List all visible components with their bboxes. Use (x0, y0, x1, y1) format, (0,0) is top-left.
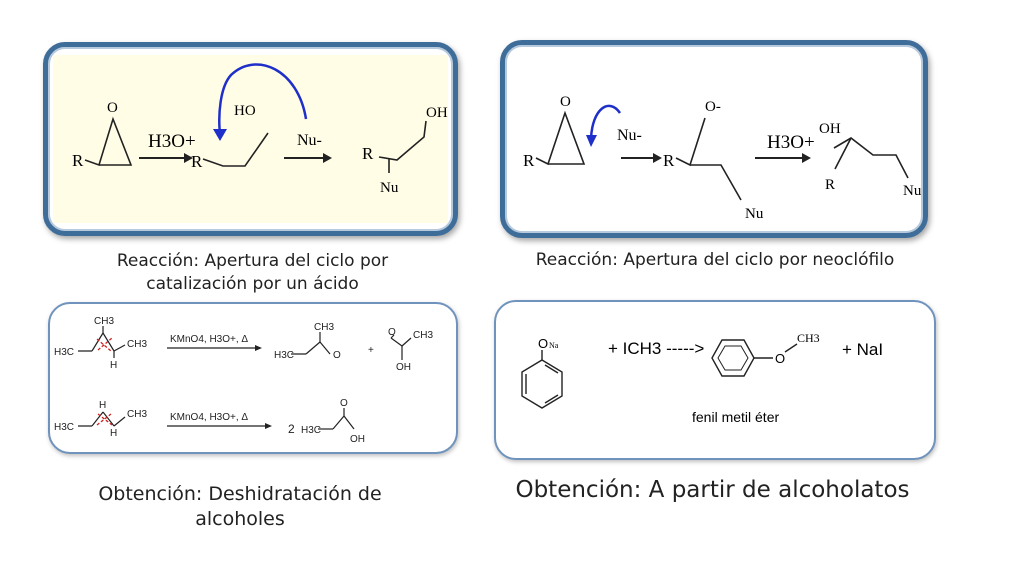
deh-r2-p-oh: OH (350, 434, 365, 445)
nuc-r1: R (523, 151, 535, 170)
anisole-ring (711, 339, 798, 377)
nucleophile-bonds (535, 110, 909, 201)
deh-r1-p2-ch3: CH3 (413, 330, 433, 341)
nuc-nu3: Nu (903, 183, 922, 199)
nuc-reagent: H3O+ (767, 132, 815, 153)
acid-opening-diagram: R O H3O+ R HO Nu- R OH Nu (53, 55, 448, 223)
nuc-r2: R (663, 151, 675, 170)
acid-ho: HO (234, 103, 256, 119)
nucleophile-opening-diagram: R O Nu- R O- Nu H3O+ OH R Nu (510, 53, 922, 225)
double-bond-cut-marks (96, 337, 113, 426)
deh-r2-h: H (110, 428, 117, 439)
dehydration-diagram: CH3 H3C CH3 H KMnO4, H3O+, Δ CH3 H3C O +… (54, 316, 433, 445)
deh-r1-p1-h3c: H3C (274, 350, 294, 361)
alc-na: Na (549, 341, 559, 350)
alcoholate-diagram: O Na + ICH3 -----> CH3 O + NaI fenil met… (521, 331, 883, 425)
deh-r1-p2-o: O (388, 327, 396, 338)
deh-r2-h-top: H (99, 400, 106, 411)
deh-r1-p1-o: O (333, 350, 341, 361)
deh-r1-p2-oh: OH (396, 362, 411, 373)
caption-dehydration: Obtención: Deshidratación de alcoholes (98, 483, 382, 530)
alc-o2: O (775, 351, 785, 366)
deh-r1-h: H (110, 360, 117, 371)
curved-arrow-head (213, 129, 227, 141)
deh-r1-ch3-right: CH3 (127, 339, 147, 350)
nuc-nu: Nu- (617, 127, 642, 144)
deh-r2-p-h3c: H3C (301, 425, 321, 436)
panel-dehydration: CH3 H3C CH3 H KMnO4, H3O+, Δ CH3 H3C O +… (48, 302, 458, 454)
deh-r2-ch3-right: CH3 (127, 409, 147, 420)
deh-r1-ch3-top: CH3 (94, 316, 114, 327)
deh-r2-coef: 2 (288, 422, 295, 436)
acid-nu: Nu- (297, 132, 322, 149)
acid-arrow-1 (139, 153, 193, 163)
curved-arrow-head (586, 135, 597, 147)
panel-acid-opening: R O H3O+ R HO Nu- R OH Nu (43, 42, 458, 236)
panel-nucleophile-opening: R O Nu- R O- Nu H3O+ OH R Nu (500, 40, 928, 238)
deh-r2-reagent: KMnO4, H3O+, Δ (170, 412, 248, 423)
deh-r1-p1-ch3: CH3 (314, 322, 334, 333)
nuc-o-minus: O- (705, 99, 721, 115)
curved-attack-arrow (218, 63, 308, 135)
nuc-r3: R (825, 177, 835, 193)
acid-diagram-background (53, 55, 448, 223)
curved-attack-arrow (589, 104, 622, 140)
dehydration-arrow-1 (167, 345, 262, 351)
deh-r1-plus: + (368, 345, 374, 356)
caption-nucleophile-opening: Reacción: Apertura del ciclo por neoclóf… (535, 250, 895, 270)
nucleophile-diagram-background (510, 53, 918, 225)
nuc-oh: OH (819, 121, 841, 137)
deh-r1-reagent: KMnO4, H3O+, Δ (170, 334, 248, 345)
dehydration-bonds (78, 326, 412, 430)
phenoxide-ring (521, 350, 563, 409)
nucleophile-arrow-1 (621, 153, 662, 163)
acid-nu2: Nu (380, 180, 399, 196)
caption-alcoholate: Obtención: A partir de alcoholatos (515, 477, 910, 503)
panel-alcoholate: O Na + ICH3 -----> CH3 O + NaI fenil met… (494, 300, 936, 460)
nucleophile-arrow-2 (755, 153, 811, 163)
alc-reagent: + ICH3 -----> (608, 339, 704, 358)
acid-r1: R (72, 151, 84, 170)
acid-arrow-2 (284, 153, 332, 163)
acid-oh: OH (426, 105, 448, 121)
acid-bonds (84, 116, 427, 173)
nuc-nu2: Nu (745, 206, 764, 222)
alc-product-name: fenil metil éter (692, 409, 779, 425)
alc-o-label: O (538, 336, 548, 351)
dehydration-arrow-2 (167, 423, 272, 429)
alc-plus-nai: + NaI (842, 340, 883, 359)
deh-r2-p-o: O (340, 398, 348, 409)
nuc-o1: O (560, 94, 571, 110)
caption-acid-opening: Reacción: Apertura del ciclo por cataliz… (116, 251, 389, 294)
acid-r2: R (191, 152, 203, 171)
deh-r1-h3c: H3C (54, 347, 74, 358)
acid-reagent: H3O+ (148, 131, 196, 152)
deh-r2-h3c: H3C (54, 422, 74, 433)
alc-ch3: CH3 (797, 331, 820, 345)
acid-r3: R (362, 144, 374, 163)
acid-o1: O (107, 100, 118, 116)
